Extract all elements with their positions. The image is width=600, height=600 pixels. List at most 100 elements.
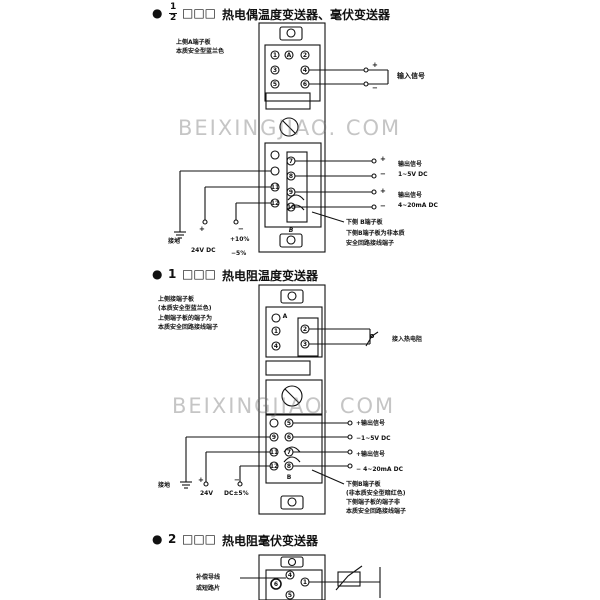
section1-input-signal: 输入信号 [397,72,425,80]
section1-out1-minus: − [380,170,386,178]
section2-power-minus: − [234,476,240,484]
section2-bullet: ● [152,267,163,281]
s1-a-term-a-label: A [287,52,292,59]
section2-boxes: □□□ [182,267,217,281]
section1-bottom-tab [279,233,303,248]
section1-b-inner-strip [286,151,308,223]
section1-board-a [264,44,321,102]
section1-boxes: □□□ [182,6,217,20]
s2-a-term-2: 2 [303,326,307,333]
s2-a-term-4: 4 [274,343,278,350]
section2-out2-range: − 4~20mA DC [356,466,404,473]
s2-a-term-1: 1 [274,328,278,335]
section3-note-2: 或短路片 [196,585,221,592]
section1-power-plus: + [199,225,205,233]
s2-b-term-11: 11 [270,449,278,456]
section2-pot-area [265,379,323,415]
section2-module-body [258,284,326,515]
s1-b-term-7: 7 [289,158,293,165]
s3-term-6: 6 [274,581,278,588]
section1-tol-plus: +10% [230,236,250,243]
s1-b-term-8: 8 [289,173,293,180]
section1-display-window [265,92,311,110]
section3-top-screw-icon [287,557,297,567]
section1-upper-note-2: 本质安全型蓝兰色 [176,48,225,55]
section2-bottom-screw-icon [287,497,297,507]
section2-top-screw-icon [287,291,297,301]
section1-num-bottom: 2 [170,13,177,23]
s1-board-b-label: B [289,227,294,234]
s1-a-term-5: 5 [273,81,277,88]
s1-a-term-6: 6 [303,81,307,88]
section1-top-screw-icon [286,28,296,38]
s3-term-5: 5 [288,592,292,599]
section3-bullet: ● [152,532,163,546]
section1-out2-minus: − [380,202,386,210]
s1-a-term-1: 1 [273,52,277,59]
section1-title: 热电偶温度变送器、毫伏变送器 [222,8,391,22]
s2-board-a-label: A [283,313,288,320]
section2-out1-range: −1~5V DC [356,435,391,442]
section1-num-top: 1 [170,2,177,12]
section3-num: 2 [168,532,177,546]
section1-fraction-bar [169,13,177,14]
section2-lower-note-1: 下侧B端子板 [346,481,381,488]
section1-out1-range: 1~5V DC [398,171,428,178]
section2-num: 1 [168,267,177,281]
s2-b-term-5: 5 [287,420,291,427]
section1-input-plus: + [372,61,378,69]
section2-upper-note-2: (本质安全型蓝兰色) [158,305,212,312]
s1-b-term-10: 10 [287,204,295,211]
section2-upper-note-3: 上侧端子板的端子为 [158,315,213,322]
section3-note-1: 补偿导线 [196,574,221,581]
section2-upper-note-1: 上侧接端子板 [158,296,195,303]
section1-ground: 接地 [168,238,181,245]
s2-b-term-8: 8 [287,463,291,470]
section1-out1-label: 输出信号 [398,161,423,168]
section2-input-label: 接入热电阻 [392,336,423,343]
section2-out1-label: +输出信号 [356,420,386,427]
s3-term-4: 4 [288,572,292,579]
s2-b-term-12: 12 [270,463,278,470]
section2-board-a [265,306,323,358]
section1-out1-plus: + [380,155,386,163]
section1-bottom-screw-icon [286,235,296,245]
section1-power-minus: − [238,225,244,233]
section2-adjust-pot-icon [281,385,303,407]
section1-bullet: ● [152,6,163,20]
s1-b-term-12: 12 [271,200,279,207]
section2-power-tol: DC±5% [224,490,249,497]
s2-b-term-7: 7 [287,449,291,456]
section2-lower-note-2: (非本质安全型暗红色) [346,490,406,497]
section1-board-b [264,142,322,228]
section2-power-plus: + [198,476,204,484]
s2-board-b-label: B [287,474,292,481]
section2-upper-note-4: 本质安全回路接线端子 [158,324,219,331]
section1-out2-range: 4~20mA DC [398,202,438,209]
watermark-top: BEIXINGJIAO. COM [178,116,402,140]
watermark-bottom: BEIXINGJIAO. COM [172,394,396,418]
s3-term-1: 1 [303,579,307,586]
section1-adjust-pot-icon [279,117,299,137]
section1-power-spec: 24V DC [191,247,216,254]
section2-lower-note-4: 本质安全回路接线端子 [346,508,407,515]
s1-b-term-11: 11 [271,184,279,191]
section2-board-b [265,414,323,484]
section3-board-a [265,569,323,600]
section1-tol-minus: −5% [231,250,247,257]
section1-upper-note-1: 上侧A端子板 [176,39,211,46]
section2-power-spec: 24V [200,490,213,497]
section1-out2-plus: + [380,187,386,195]
s1-a-term-4: 4 [303,67,307,74]
s1-b-term-9: 9 [289,189,293,196]
section1-module-body [258,22,326,253]
s2-b-term-9: 9 [272,434,276,441]
section1-lower-note-2: 下侧B端子板为非本质 [346,230,405,237]
s1-a-term-3: 3 [273,67,277,74]
section3-title: 热电阻毫伏变送器 [222,534,319,548]
section1-top-tab [279,26,303,41]
section2-out2-label: +输出信号 [356,451,386,458]
section1-input-minus-node [363,81,369,87]
section1-input-minus: − [372,84,378,92]
